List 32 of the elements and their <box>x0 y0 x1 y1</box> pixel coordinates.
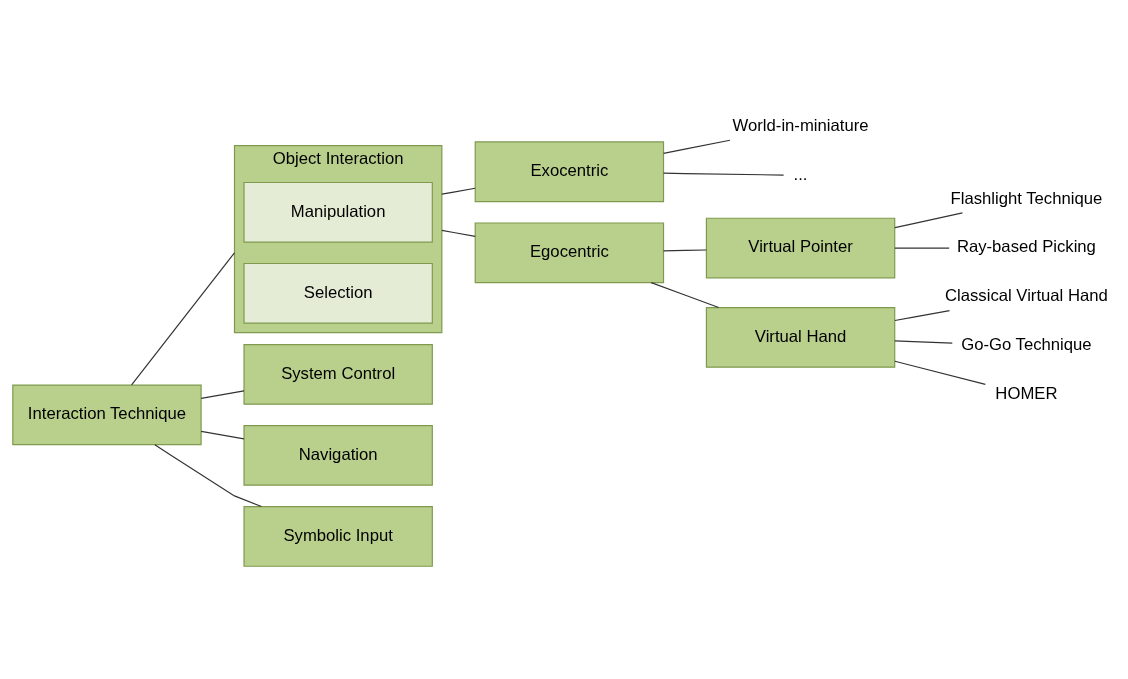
connector <box>441 187 476 195</box>
connector <box>894 247 950 249</box>
connector <box>441 229 476 237</box>
connector <box>894 212 963 229</box>
node-text: HOMER <box>995 384 1058 404</box>
node-box: Interaction Technique <box>12 384 202 446</box>
connector <box>650 282 720 309</box>
node-box: Navigation <box>243 425 433 486</box>
node-box: Exocentric <box>474 141 665 203</box>
node-box: Symbolic Input <box>243 506 433 567</box>
node-box: Virtual Hand <box>705 307 896 368</box>
node-text: Classical Virtual Hand <box>945 286 1108 306</box>
connector <box>894 310 951 322</box>
node-text: Go-Go Technique <box>961 335 1092 355</box>
node-text: Flashlight Technique <box>950 188 1103 208</box>
node-box: System Control <box>243 343 433 405</box>
connector <box>663 172 785 176</box>
connector <box>663 249 707 252</box>
connector <box>894 340 953 344</box>
node-text: World-in-miniature <box>732 115 869 135</box>
node-box: Egocentric <box>474 222 665 284</box>
connector <box>663 139 731 154</box>
connector <box>200 430 245 440</box>
connector <box>131 252 236 386</box>
connector <box>154 444 262 508</box>
node-text: Ray-based Picking <box>956 237 1096 257</box>
node-text: ... <box>793 164 808 184</box>
connector <box>894 360 986 385</box>
connector <box>200 390 245 399</box>
node-box: Manipulation <box>243 181 433 243</box>
node-box: Virtual Pointer <box>705 217 896 279</box>
node-box: Selection <box>243 262 433 324</box>
